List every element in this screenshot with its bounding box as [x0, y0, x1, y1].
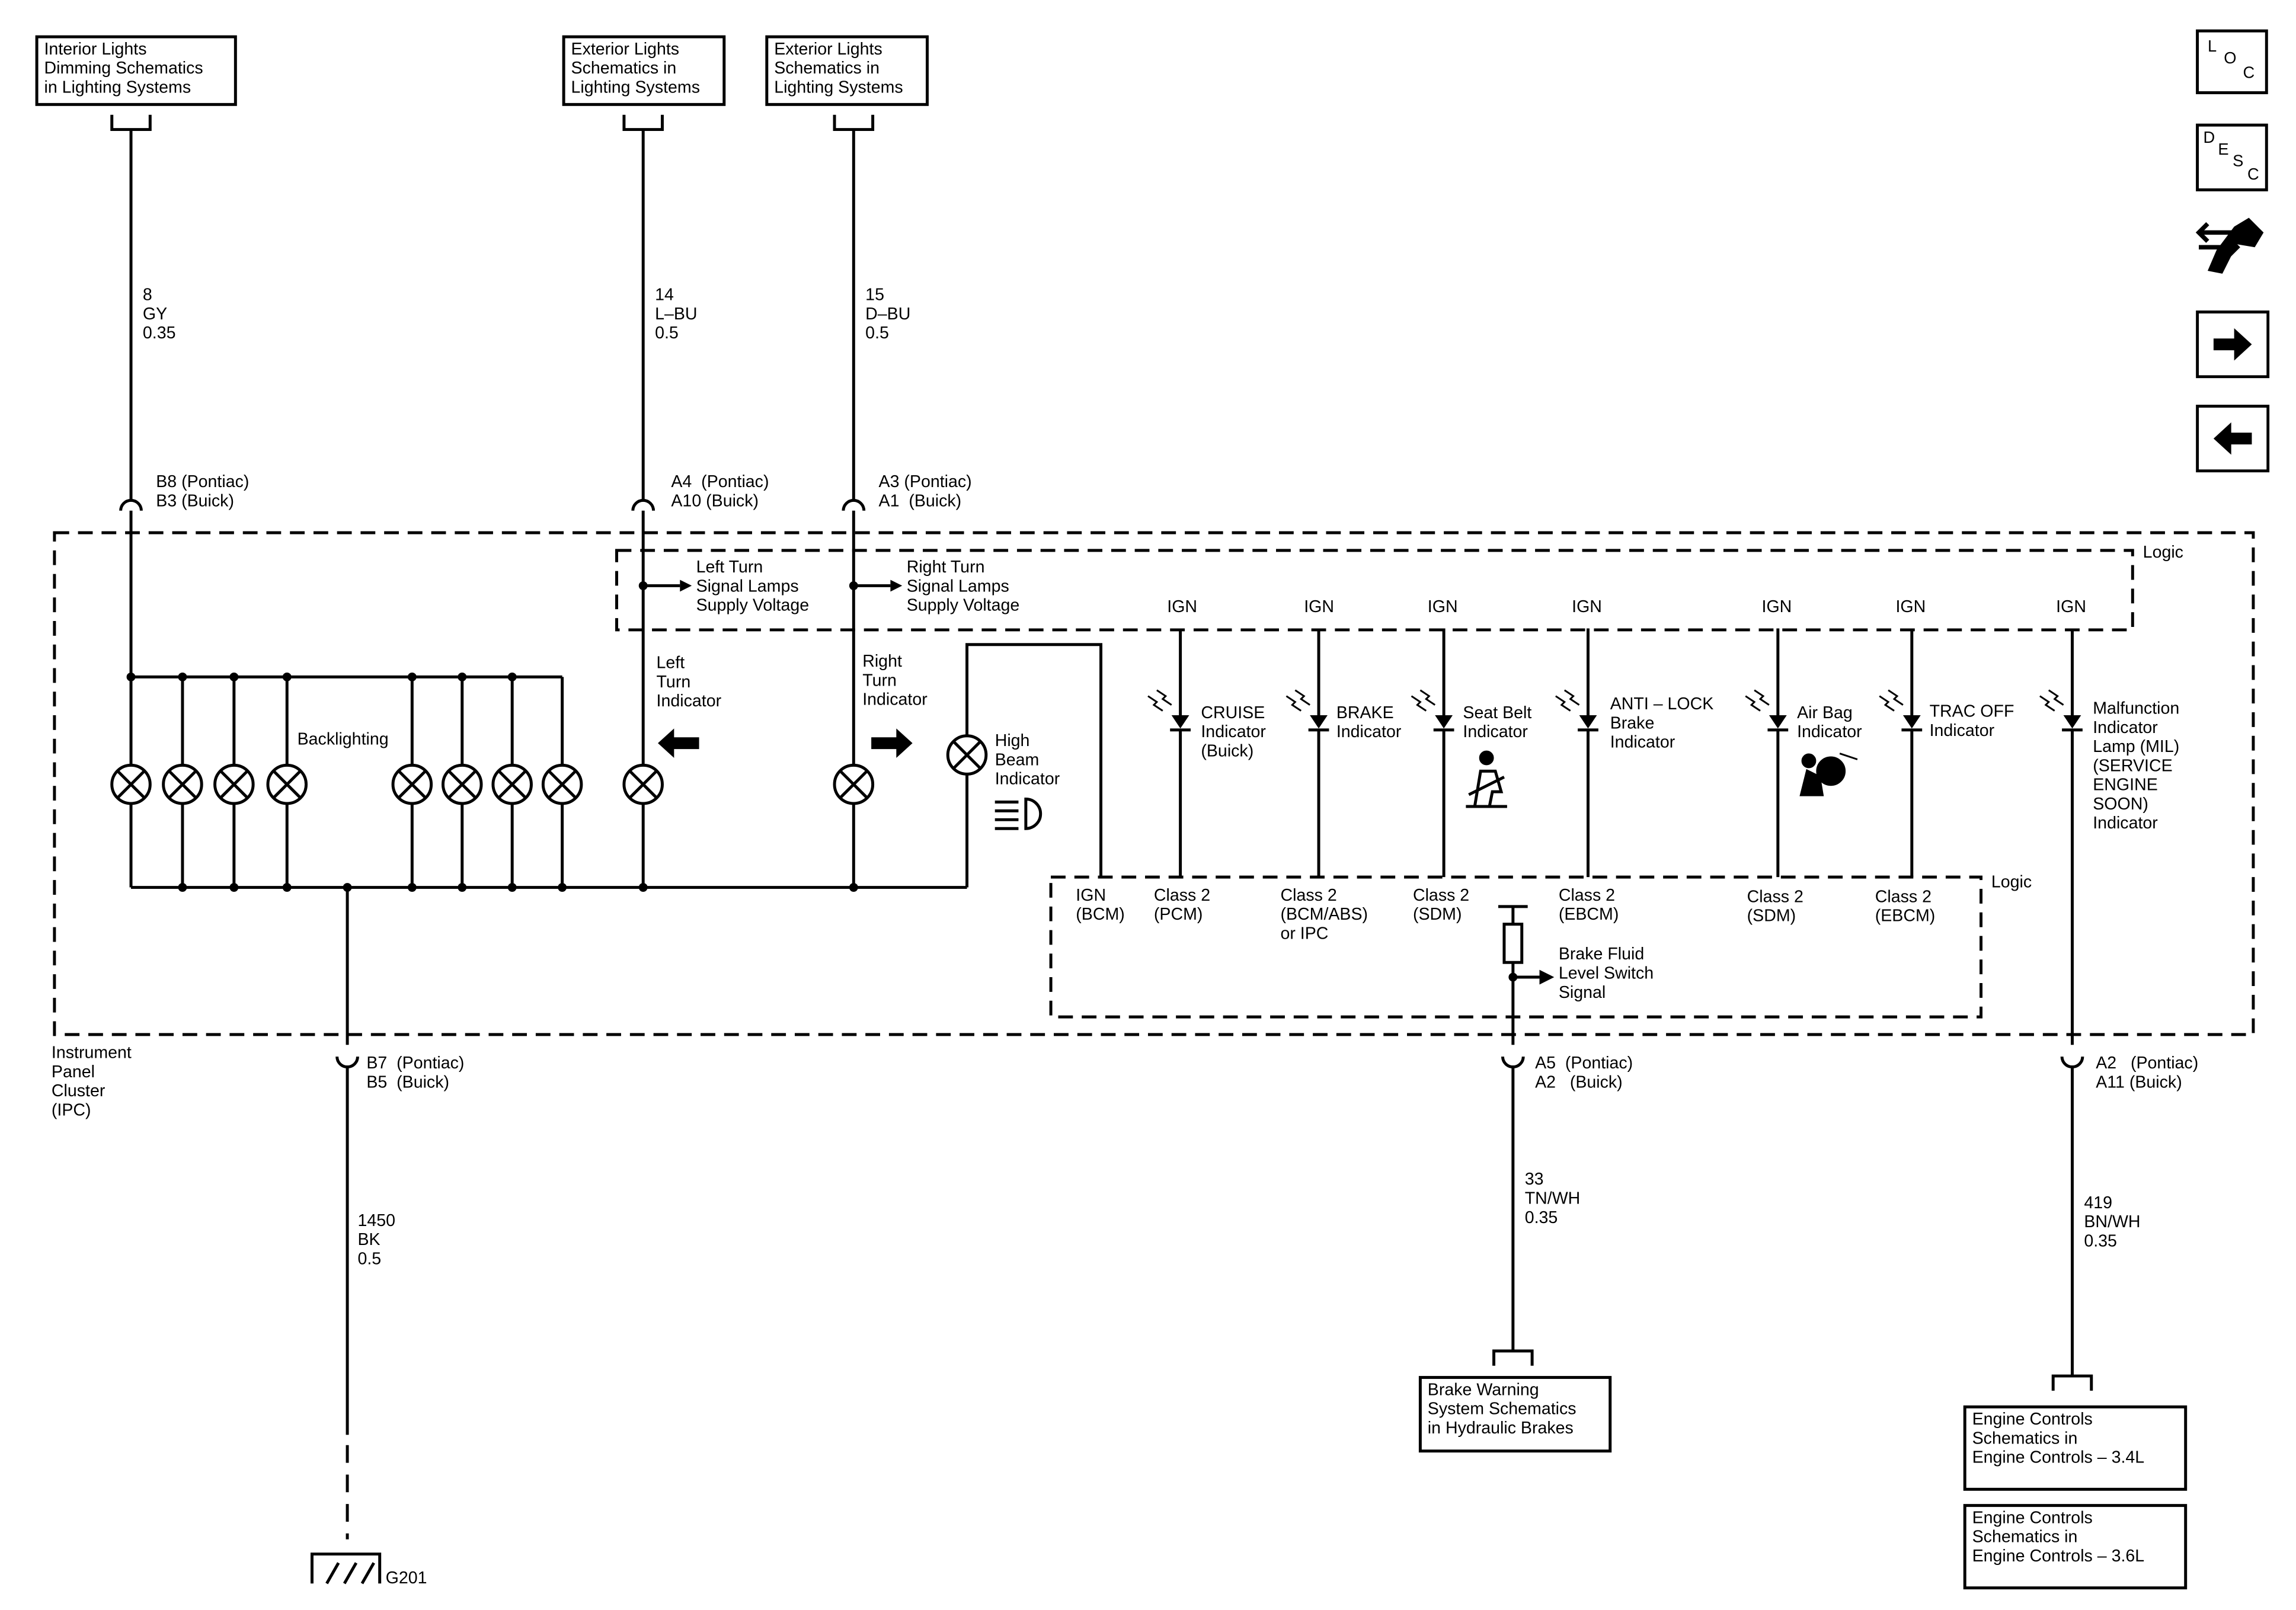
- pin-label-a2: A2 (Pontiac) A11 (Buick): [2096, 1055, 2199, 1092]
- ipc-label: Instrument Panel Cluster (IPC): [51, 1045, 132, 1120]
- high-beam-indicator-label: High Beam Indicator: [994, 732, 1060, 789]
- wire-label-419: 419 BN/WH 0.35: [2084, 1195, 2141, 1251]
- ign-label-airbag: IGN: [1761, 598, 1792, 617]
- ign-label-tracoff: IGN: [1895, 598, 1926, 617]
- antilock-indicator-label: ANTI – LOCK Brake Indicator: [1610, 696, 1714, 753]
- wire-label-14: 14 L–BU 0.5: [655, 287, 698, 343]
- wrench-arrows-icon[interactable]: [2193, 212, 2272, 289]
- ign-label-antilock: IGN: [1572, 598, 1602, 617]
- right-turn-indicator-label: Right Turn Indicator: [862, 653, 928, 710]
- pin-label-b8: B8 (Pontiac) B3 (Buick): [156, 473, 250, 511]
- class2-pcm-label: Class 2 (PCM): [1153, 887, 1211, 924]
- class2-ebcm-label: Class 2 (EBCM): [1558, 887, 1619, 924]
- desc-letter-c: C: [2247, 166, 2259, 184]
- class2-bcm-label: Class 2 (BCM/ABS) or IPC: [1280, 887, 1368, 943]
- brake-warning-box[interactable]: Brake Warning System Schematics in Hydra…: [1418, 1376, 1612, 1453]
- pin-label-b7: B7 (Pontiac) B5 (Buick): [366, 1055, 465, 1092]
- left-turn-indicator-label: Left Turn Indicator: [656, 655, 722, 711]
- ign-label-mil: IGN: [2056, 598, 2086, 617]
- seat-belt-icon: [1466, 750, 1507, 808]
- air-bag-icon: [1799, 753, 1858, 796]
- arrow-right-icon[interactable]: [2196, 311, 2270, 379]
- ign-label-seatbelt: IGN: [1427, 598, 1458, 617]
- exterior-lights-box-right[interactable]: Exterior Lights Schematics in Lighting S…: [765, 35, 929, 106]
- arrow-left-icon[interactable]: [2196, 404, 2270, 473]
- class2-sdm-label: Class 2 (SDM): [1412, 887, 1470, 924]
- seat-belt-indicator-label: Seat Belt Indicator: [1463, 705, 1532, 742]
- ign-label-brake: IGN: [1304, 598, 1334, 617]
- ign-bcm-label: IGN (BCM): [1076, 887, 1125, 924]
- engine-controls-36-box[interactable]: Engine Controls Schematics in Engine Con…: [1963, 1504, 2188, 1590]
- brake-fluid-switch-label: Brake Fluid Level Switch Signal: [1558, 946, 1654, 1003]
- desc-letter-d: D: [2203, 129, 2215, 148]
- exterior-lights-box-left[interactable]: Exterior Lights Schematics in Lighting S…: [562, 35, 726, 106]
- desc-letter-e: E: [2218, 141, 2229, 159]
- pin-label-a3: A3 (Pontiac) A1 (Buick): [878, 473, 972, 511]
- loc-letter-l: L: [2207, 38, 2217, 56]
- desc-letter-s: S: [2233, 153, 2244, 171]
- wire-label-33: 33 TN/WH 0.35: [1524, 1171, 1581, 1228]
- logic-label-top: Logic: [2142, 544, 2183, 562]
- air-bag-indicator-label: Air Bag Indicator: [1797, 705, 1862, 742]
- interior-lights-dimming-box[interactable]: Interior Lights Dimming Schematics in Li…: [35, 35, 237, 106]
- class2-sdm-label-2: Class 2 (SDM): [1747, 889, 1803, 926]
- wire-label-1450: 1450 BK 0.5: [357, 1212, 395, 1269]
- wire-label-8: 8 GY 0.35: [142, 287, 176, 343]
- brake-indicator-label: BRAKE Indicator: [1336, 705, 1402, 742]
- loc-letter-o: O: [2224, 50, 2237, 68]
- ground-label: G201: [385, 1570, 427, 1588]
- backlighting-label: Backlighting: [297, 731, 389, 750]
- class2-ebcm-label-2: Class 2 (EBCM): [1875, 889, 1936, 926]
- wire-label-15: 15 D–BU 0.5: [865, 287, 911, 343]
- desc-button[interactable]: D E S C: [2196, 123, 2268, 191]
- right-turn-supply-label: Right Turn Signal Lamps Supply Voltage: [906, 559, 1020, 616]
- engine-controls-34-box[interactable]: Engine Controls Schematics in Engine Con…: [1963, 1405, 2188, 1491]
- mil-indicator-label: Malfunction Indicator Lamp (MIL) (SERVIC…: [2093, 700, 2180, 833]
- cruise-indicator-label: CRUISE Indicator (Buick): [1201, 705, 1266, 761]
- left-turn-supply-label: Left Turn Signal Lamps Supply Voltage: [696, 559, 810, 616]
- loc-letter-c: C: [2243, 65, 2255, 83]
- ign-label-cruise: IGN: [1167, 598, 1198, 617]
- logic-label-bottom: Logic: [1991, 874, 2032, 892]
- trac-off-indicator-label: TRAC OFF Indicator: [1929, 703, 2014, 741]
- pin-label-a4: A4 (Pontiac) A10 (Buick): [671, 473, 769, 511]
- pin-label-a5: A5 (Pontiac) A2 (Buick): [1535, 1055, 1633, 1092]
- loc-button[interactable]: L O C: [2196, 29, 2268, 94]
